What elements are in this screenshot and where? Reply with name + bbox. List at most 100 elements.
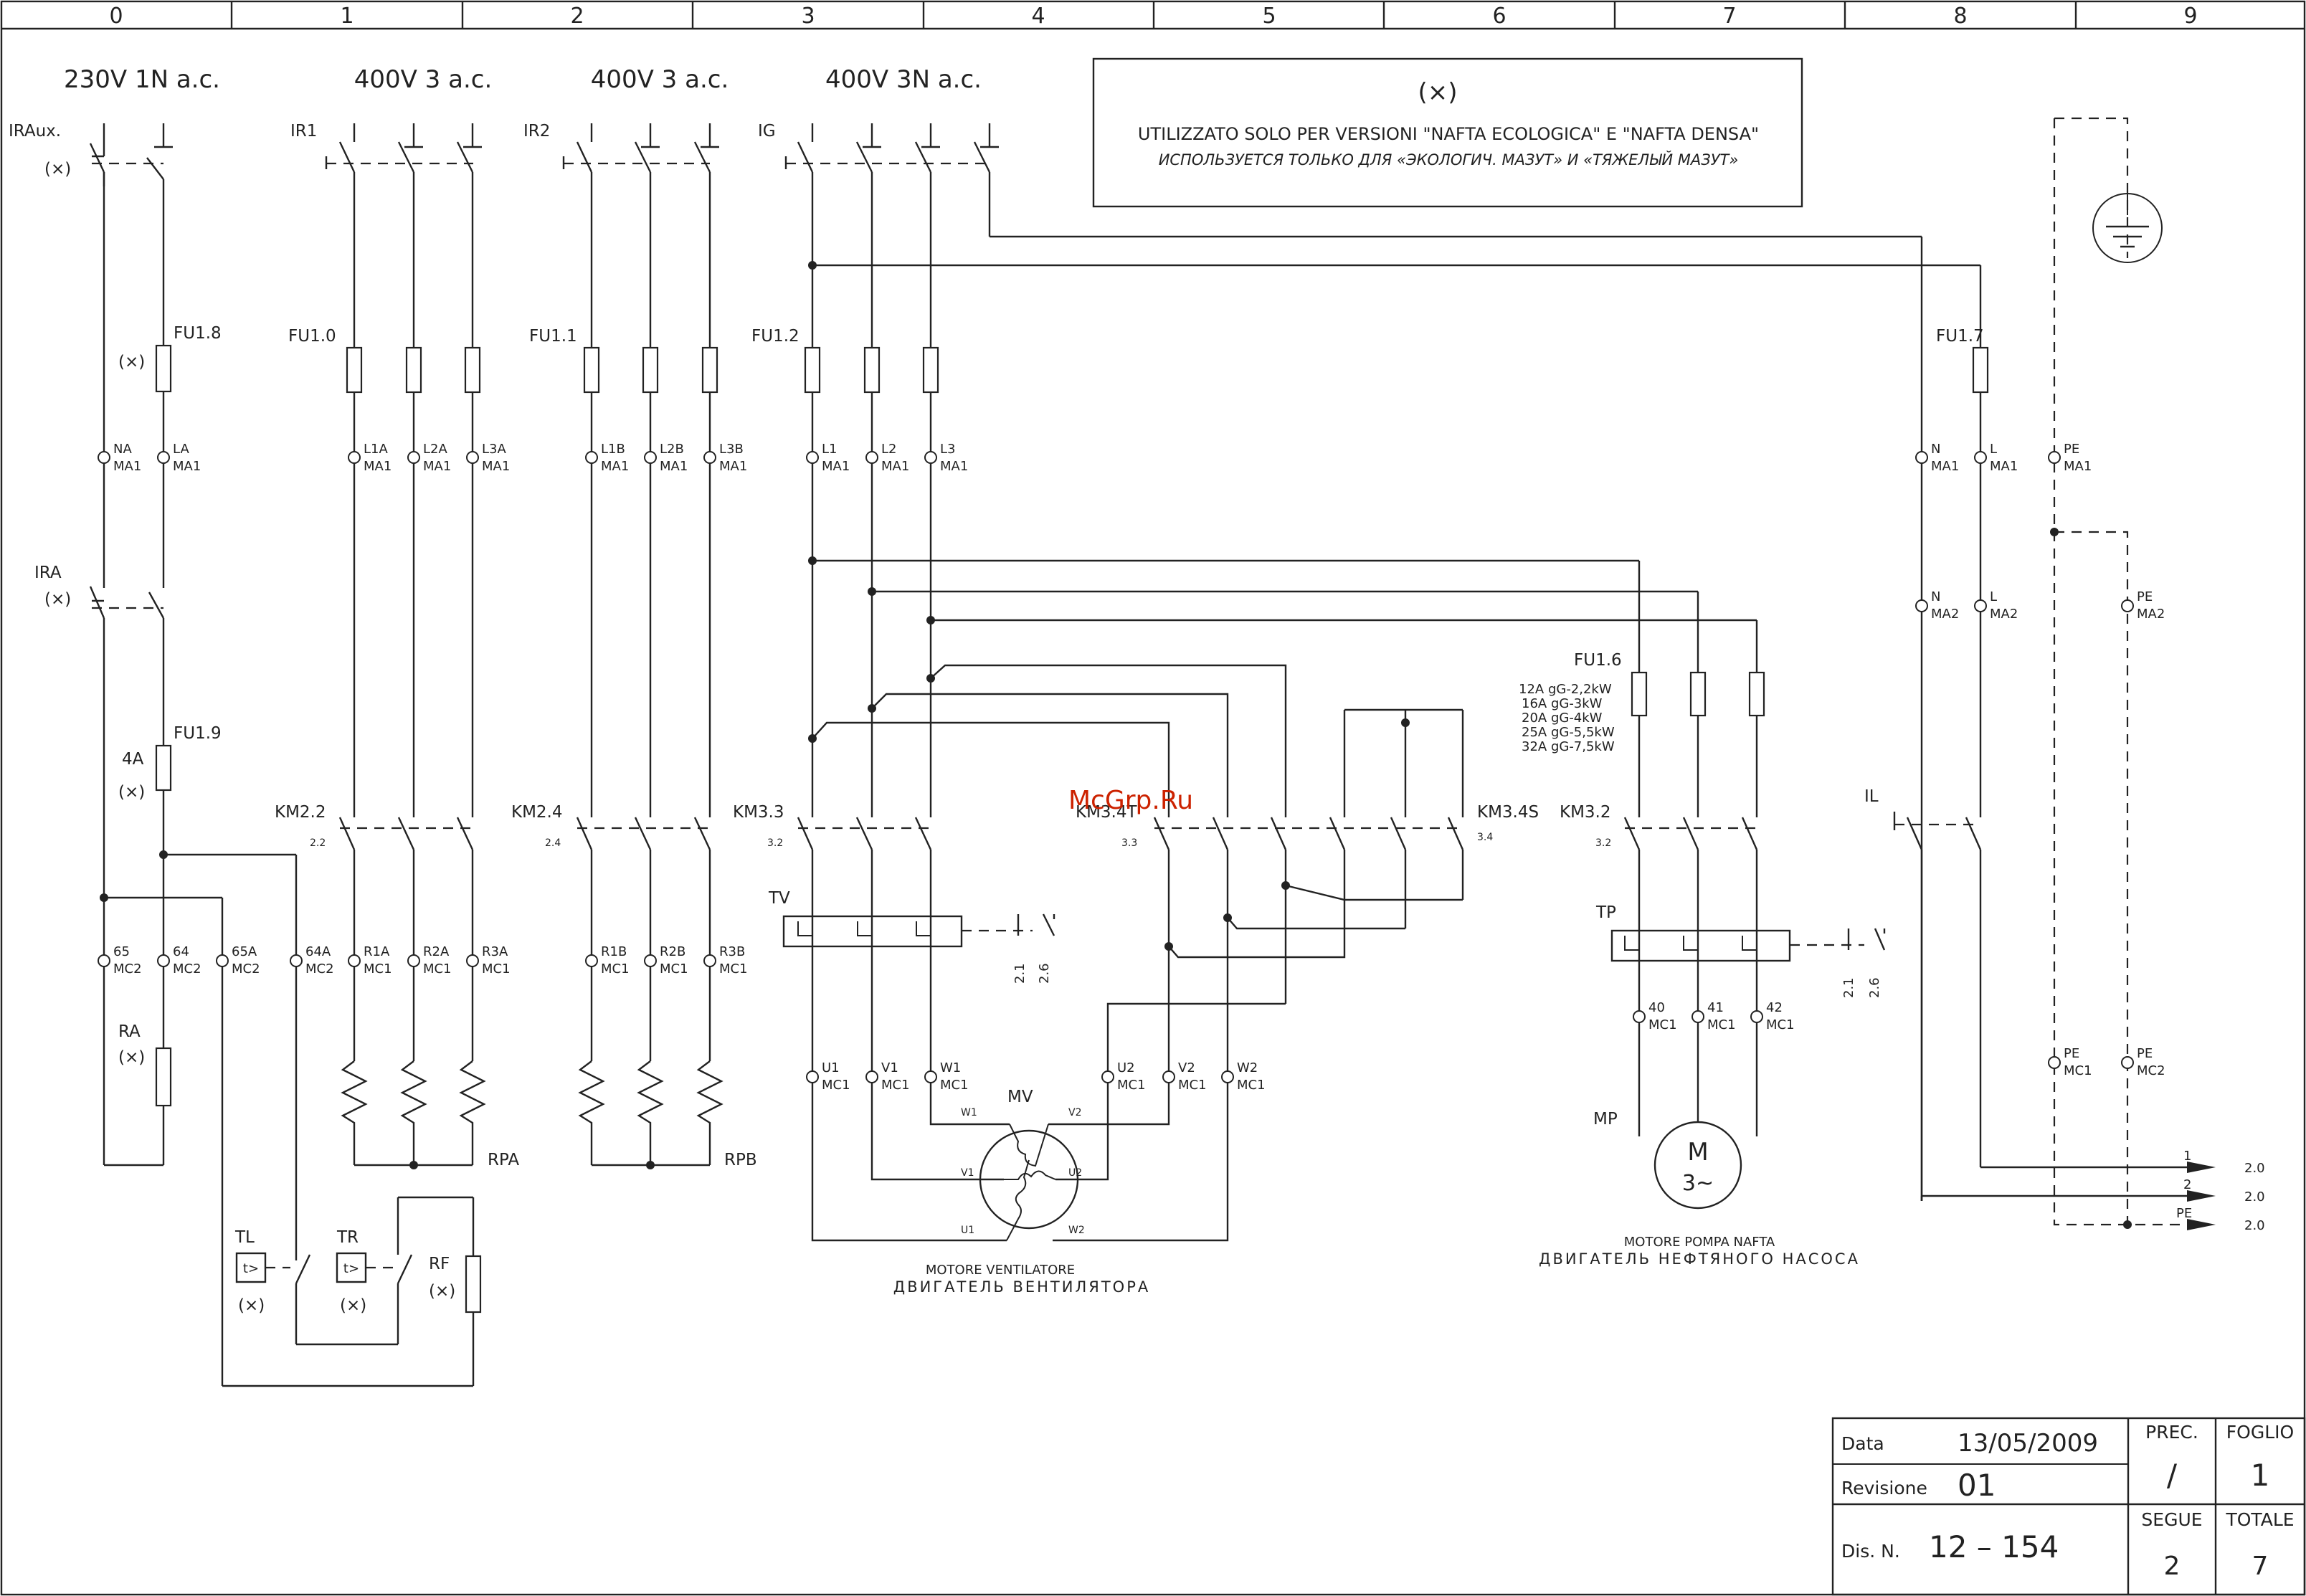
terminal-label: L	[1990, 442, 1997, 457]
fuse-rating: 25A gG-5,5kW	[1522, 725, 1615, 740]
motor-tag: MP	[1593, 1110, 1618, 1129]
terminal-label: U2	[1117, 1060, 1135, 1075]
option-mark: (×)	[429, 1282, 455, 1301]
winding-label: V1	[961, 1167, 974, 1179]
switch-label: IG	[758, 122, 776, 141]
overload-tp: TP 2.1 2.6	[1595, 903, 1886, 998]
contactor-ref: 2.2	[310, 837, 326, 849]
terminal-label: 64	[173, 944, 189, 959]
note-box: (×) UTILIZZATO SOLO PER VERSIONI "NAFTA …	[1092, 57, 1803, 208]
prev-sheet-value: /	[2167, 1458, 2178, 1493]
terminal-label: MC1	[2064, 1063, 2092, 1078]
option-mark: (×)	[238, 1296, 265, 1315]
output-wire: 2	[2183, 1177, 2191, 1192]
terminal-label: PE	[2137, 589, 2153, 604]
pump-fuses	[1631, 671, 1765, 717]
terminal-label: MC1	[719, 961, 748, 977]
terminal-label: N	[1931, 442, 1940, 457]
fuse	[155, 344, 172, 393]
terminal-label: N	[1931, 589, 1940, 604]
outputs: 1 2 PE 2.0 2.0 2.0	[2176, 1149, 2265, 1233]
contactor-label: KM3.4S	[1477, 803, 1539, 822]
terminal-label: R2A	[423, 944, 450, 959]
switch-label: IL	[1864, 787, 1879, 806]
option-mark: (×)	[118, 1048, 145, 1067]
fuse-rating: 16A gG-3kW	[1522, 696, 1603, 711]
thermostats: t> t> TL (×) TR (×) RF (×)	[234, 1196, 482, 1386]
terminal-label: MC1	[881, 1078, 910, 1093]
terminal-label: MA1	[1931, 459, 1959, 474]
terminal-label: MC1	[940, 1078, 969, 1093]
terminal-label: R1A	[364, 944, 390, 959]
terminal-label: MA1	[423, 459, 451, 474]
motor-phase: 3~	[1682, 1171, 1714, 1196]
revision-label: Revisione	[1841, 1478, 1927, 1498]
sheet-label: FOGLIO	[2226, 1422, 2294, 1443]
terminal-label: MC2	[2137, 1063, 2165, 1078]
fuse-label: FU1.2	[751, 327, 799, 346]
terminal-label: MA2	[1990, 607, 2018, 622]
terminal-label: L2A	[423, 442, 447, 457]
crossref: 2.6	[1037, 963, 1052, 984]
winding-label: V2	[1068, 1107, 1081, 1118]
output-ref: 2.0	[2244, 1218, 2265, 1233]
terminal-label: MA1	[2064, 459, 2092, 474]
output-wire: PE	[2176, 1206, 2192, 1221]
switch-label: IRA	[34, 564, 62, 582]
motor-caption-ru: ДВИГАТЕЛЬ НЕФТЯНОГО НАСОСА	[1539, 1250, 1860, 1268]
contactor-label: KM3.2	[1560, 803, 1611, 822]
fu16-ratings: 12A gG-2,2kW 16A gG-3kW 20A gG-4kW 25A g…	[1519, 682, 1615, 754]
terminal-label: L1B	[601, 442, 625, 457]
column-number: 7	[1722, 4, 1736, 29]
terminal-label: NA	[113, 442, 132, 457]
fan-motor: MV W1 V2 V1 U2 U1 W2 MOTORE VENTILATORE …	[893, 1088, 1148, 1296]
column-number: 4	[1031, 4, 1045, 29]
switch-label: IR2	[523, 122, 550, 141]
fuse-label: FU1.7	[1936, 327, 1984, 346]
option-mark: (×)	[44, 590, 71, 609]
drawing-number-value: 12 – 154	[1929, 1529, 2059, 1564]
terminal-label: MA1	[881, 459, 909, 474]
total-sheets-label: TOTALE	[2225, 1509, 2294, 1530]
sheet-value: 1	[2251, 1458, 2270, 1493]
overload-tv: TV 2.1 2.6	[768, 889, 1055, 984]
terminal-label: V1	[881, 1060, 898, 1075]
terminal-label: LA	[173, 442, 189, 457]
terminal-label: MC1	[423, 961, 452, 977]
load-label: TL	[234, 1228, 255, 1247]
fuse-rating: 12A gG-2,2kW	[1519, 682, 1612, 697]
terminal-label: MA1	[113, 459, 141, 474]
terminal-label: 42	[1766, 1000, 1783, 1015]
terminal-label: 40	[1648, 1000, 1665, 1015]
terminal-label: 41	[1707, 1000, 1724, 1015]
pe-bus	[2050, 117, 2187, 1229]
option-mark: (×)	[340, 1296, 366, 1315]
watermark: McGrp.Ru	[1068, 786, 1193, 815]
motor-caption-it: MOTORE VENTILATORE	[926, 1263, 1075, 1278]
terminal-label: L3	[940, 442, 955, 457]
terminal-label: MA1	[660, 459, 688, 474]
winding-label: U1	[961, 1225, 974, 1236]
fuse-label: FU1.0	[288, 327, 336, 346]
terminal-label: MA1	[822, 459, 850, 474]
fuse-rating: 32A gG-7,5kW	[1522, 739, 1615, 754]
winding-label: W1	[961, 1107, 977, 1118]
terminal-label: MA1	[719, 459, 747, 474]
option-mark: (×)	[44, 160, 71, 179]
winding-label: W2	[1068, 1225, 1085, 1236]
terminal-label: MC1	[1707, 1017, 1736, 1032]
output-ref: 2.0	[2244, 1161, 2265, 1176]
fuse-label: FU1.1	[529, 327, 577, 346]
terminal-label: L1	[822, 442, 837, 457]
switch-label: IR1	[290, 122, 317, 141]
terminal-label: MC1	[1117, 1078, 1146, 1093]
column-number: 3	[801, 4, 815, 29]
contactor-ref: 3.2	[1595, 837, 1611, 849]
total-sheets-value: 7	[2252, 1552, 2269, 1581]
column-number: 9	[2183, 4, 2197, 29]
switch-label: IRAux.	[9, 122, 61, 141]
contactor-ref: 3.3	[1121, 837, 1137, 849]
terminal-label: L1A	[364, 442, 388, 457]
